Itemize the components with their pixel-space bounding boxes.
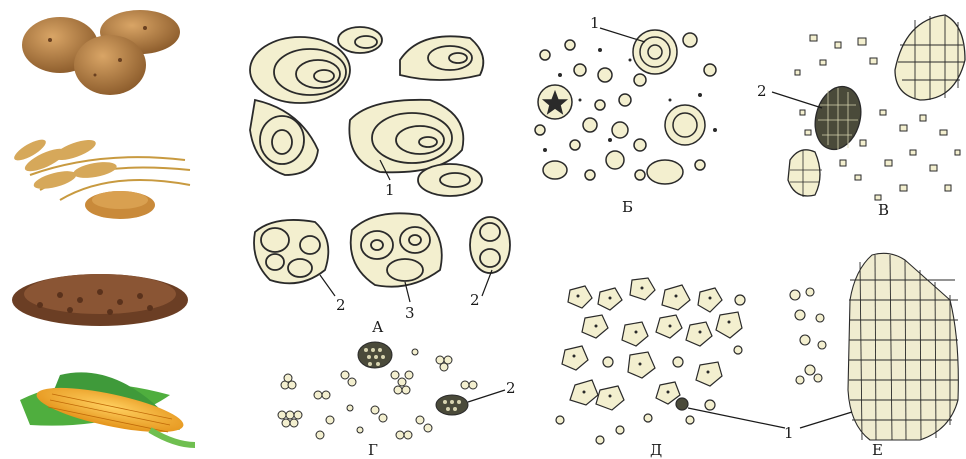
grain-g-2 — [436, 395, 468, 415]
corn-photo — [20, 372, 195, 445]
panel-d-letter: Д — [650, 441, 662, 459]
grain-g-cluster-top — [358, 342, 392, 368]
grain-a6 — [418, 164, 482, 196]
panel-d — [556, 278, 745, 444]
grain-a1 — [250, 37, 350, 103]
panel-a — [250, 27, 510, 287]
grain-a4 — [250, 100, 318, 175]
grain-v-cluster-top — [895, 15, 965, 100]
grain-a5 — [349, 100, 463, 172]
grain-b2 — [538, 85, 572, 119]
panel-g-callout-2: 2 — [506, 379, 516, 397]
panel-g — [278, 342, 477, 439]
panel-d-e-callout-lines — [688, 408, 852, 428]
grain-a9 — [470, 217, 510, 273]
panel-a-callout-2b: 2 — [470, 291, 480, 309]
panel-v-callout-2: 2 — [757, 82, 767, 100]
panel-d-callout-1: 1 — [784, 424, 794, 442]
grain-a3 — [400, 36, 483, 80]
potato-photo — [22, 10, 180, 95]
panel-a-callout-2a: 2 — [336, 296, 346, 314]
wheat-photo — [11, 136, 190, 219]
panel-b-letter: Б — [622, 198, 633, 216]
panel-e — [790, 253, 958, 440]
grain-a2 — [338, 27, 382, 53]
grain-v-3 — [788, 150, 822, 197]
panel-b — [535, 30, 716, 184]
grain-a7 — [254, 220, 328, 283]
buckwheat-photo — [12, 274, 188, 326]
grain-a8 — [351, 213, 442, 286]
panel-b-callout-1: 1 — [590, 14, 600, 32]
panel-a-letter: А — [372, 318, 384, 336]
grain-b3 — [665, 105, 705, 145]
grain-v-2 — [808, 81, 867, 154]
panel-a-callout-1: 1 — [385, 181, 395, 199]
panel-a-callout-3: 3 — [405, 304, 415, 322]
panel-e-letter: Е — [872, 441, 883, 459]
panel-g-letter: Г — [368, 441, 378, 459]
grain-b1 — [633, 30, 677, 74]
grain-e-cluster-large — [848, 253, 958, 440]
panel-v-letter: В — [878, 201, 889, 219]
panel-v — [788, 15, 965, 200]
